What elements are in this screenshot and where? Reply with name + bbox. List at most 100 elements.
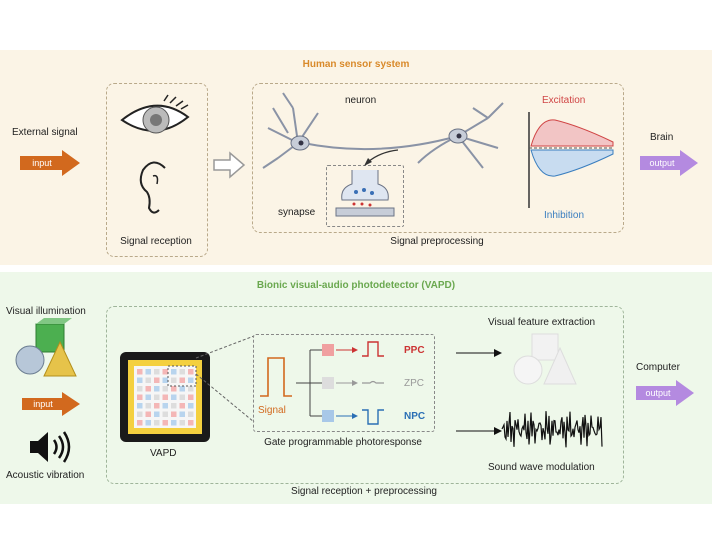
synapse-label: synapse — [278, 207, 316, 218]
chip-pixel — [137, 386, 143, 392]
chip-pixel — [179, 386, 185, 392]
chip-pixel — [154, 386, 160, 392]
chip-pixel — [188, 369, 194, 375]
chip-pixel — [162, 411, 168, 417]
chip-pixel — [137, 411, 143, 417]
chip-pixel — [137, 420, 143, 426]
human-sensor-title: Human sensor system — [302, 59, 410, 70]
chip-pixel — [162, 377, 168, 383]
output-arrow-bottom: output — [636, 380, 694, 406]
zoom-lines — [195, 335, 255, 423]
ear-icon — [139, 161, 166, 214]
neuron-icon — [262, 92, 504, 169]
white-shapes-icon — [513, 333, 577, 385]
chip-pixel — [179, 420, 185, 426]
inhibition-label: Inhibition — [544, 210, 585, 221]
synapse-icon — [335, 170, 395, 217]
chip-pixel — [171, 411, 177, 417]
preprocessing-box — [252, 83, 624, 233]
chip-pixel — [145, 420, 151, 426]
chip-pixel — [179, 403, 185, 409]
speaker-icon — [30, 431, 71, 463]
chip-pixel — [188, 394, 194, 400]
excitation-inhibition-plot — [528, 112, 614, 208]
chip-pixel — [171, 369, 177, 375]
gate-programmable-label: Gate programmable photoresponse — [264, 437, 422, 448]
chip-pixel — [179, 377, 185, 383]
signal-label: Signal — [258, 405, 286, 416]
npc-label: NPC — [404, 411, 426, 422]
output-arrow-top: output — [640, 150, 698, 176]
input-arrow-top: input — [20, 150, 80, 176]
chip-pixel — [145, 369, 151, 375]
chip-pixel — [154, 420, 160, 426]
chip-pixel — [188, 411, 194, 417]
chip-pixel — [137, 403, 143, 409]
excitation-label: Excitation — [542, 95, 586, 106]
chip-pixel — [188, 386, 194, 392]
chip-pixel — [145, 394, 151, 400]
chip-pixel — [145, 403, 151, 409]
chip-pixel — [162, 386, 168, 392]
chip-pixel — [162, 394, 168, 400]
chip-pixel — [171, 420, 177, 426]
input-label-top: input — [32, 158, 52, 168]
chip-pixel — [179, 411, 185, 417]
chip-pixel — [188, 420, 194, 426]
human-sensor-panel: Human sensor system External signal inpu… — [0, 50, 712, 265]
output-arrow-shape-bottom — [636, 380, 694, 406]
chip-pixel — [154, 369, 160, 375]
chip-pixel — [188, 403, 194, 409]
acoustic-vibration-label: Acoustic vibration — [6, 470, 85, 481]
signal-preprocessing-label: Signal preprocessing — [390, 236, 484, 247]
ppc-label: PPC — [404, 345, 425, 356]
vapd-chip-icon — [120, 352, 210, 442]
sound-wave-icon — [501, 411, 603, 448]
chip-pixel — [137, 377, 143, 383]
input-arrow-bottom: input — [22, 392, 80, 416]
chip-pixel — [145, 411, 151, 417]
chip-pixel — [179, 394, 185, 400]
visual-feature-label: Visual feature extraction — [488, 317, 596, 328]
chip-pixel — [137, 369, 143, 375]
output-arrow-shape — [640, 150, 698, 176]
chip-pixel — [154, 411, 160, 417]
input-label-bottom: input — [33, 399, 53, 409]
photoresponse-box — [253, 334, 435, 432]
vapd-panel: Bionic visual-audio photodetector (VAPD)… — [0, 272, 712, 504]
visual-illumination-label: Visual illumination — [6, 306, 86, 317]
pointer-arrow-icon — [364, 149, 399, 166]
chip-pixel — [171, 403, 177, 409]
vapd-label: VAPD — [150, 448, 177, 459]
sound-wave-label: Sound wave modulation — [488, 462, 595, 473]
chip-pixel — [162, 369, 168, 375]
brain-label: Brain — [650, 132, 674, 143]
chip-pixel — [154, 403, 160, 409]
photoresponse-diagram — [260, 341, 384, 425]
chip-pixel — [171, 377, 177, 383]
external-signal-label: External signal — [12, 127, 78, 138]
signal-reception-label: Signal reception — [120, 236, 192, 247]
vapd-title: Bionic visual-audio photodetector (VAPD) — [256, 280, 456, 291]
chip-pixel — [188, 377, 194, 383]
output-label-top: output — [649, 158, 675, 168]
hollow-arrow-icon — [213, 151, 246, 179]
zpc-label: ZPC — [404, 378, 424, 389]
neuron-label: neuron — [345, 95, 377, 106]
output-label-bottom: output — [645, 388, 671, 398]
signal-reception-box — [106, 83, 208, 257]
chip-pixel — [145, 386, 151, 392]
computer-label: Computer — [636, 362, 680, 373]
eye-icon — [120, 94, 190, 134]
chip-pixel — [179, 369, 185, 375]
chip-pixel — [154, 377, 160, 383]
input-arrow-shape — [20, 150, 80, 176]
chip-pixel — [154, 394, 160, 400]
chip-pixel — [171, 386, 177, 392]
chip-pixel — [137, 394, 143, 400]
chip-pixel — [171, 394, 177, 400]
arrow-to-sound — [456, 427, 502, 435]
chip-pixel — [162, 403, 168, 409]
chip-pixel — [145, 377, 151, 383]
arrow-to-visual — [456, 349, 502, 357]
